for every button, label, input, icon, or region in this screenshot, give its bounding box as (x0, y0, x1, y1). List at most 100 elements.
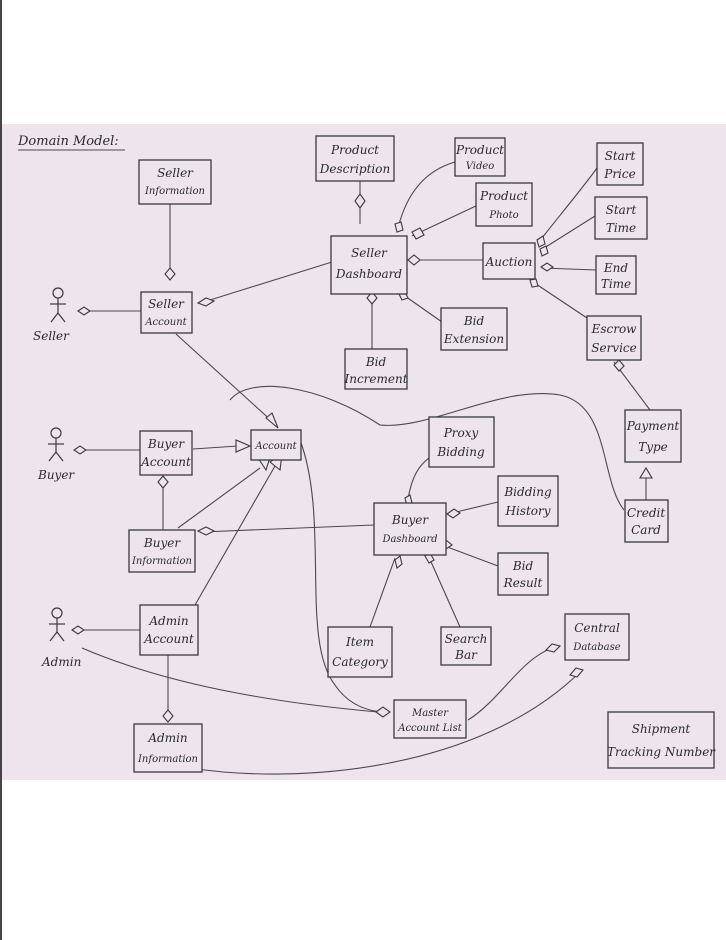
edge-dashboard-bidextension (401, 293, 443, 323)
svg-text:Bidding: Bidding (503, 485, 552, 499)
diamond-seller-actor (77, 306, 91, 316)
svg-text:Tracking Number: Tracking Number (607, 745, 716, 759)
diamond-seller-info (164, 267, 176, 281)
svg-text:Type: Type (638, 440, 668, 454)
class-bid-increment: Bid Increment (343, 348, 408, 390)
svg-text:History: History (504, 504, 550, 518)
edge-auction-starttime (540, 215, 596, 251)
class-payment-type: Payment Type (624, 409, 682, 463)
svg-text:Product: Product (455, 143, 504, 157)
svg-text:Time: Time (606, 221, 636, 235)
edge-history-dashboard (451, 501, 499, 514)
diamond-database-1 (544, 643, 562, 653)
svg-text:Central: Central (574, 621, 620, 635)
class-buyer-account: Buyer Account (139, 430, 193, 476)
class-account: Account (250, 429, 302, 461)
edges (80, 161, 651, 775)
diamond-buyer-actor (73, 445, 87, 455)
edge-auction-startprice (537, 167, 598, 244)
edge-admin-masterlist (81, 647, 379, 713)
edge-selleracct-dashboard (209, 261, 333, 301)
class-start-price: Start Price (596, 142, 644, 186)
svg-text:Bid: Bid (463, 314, 485, 328)
diamond-prodvideo (394, 221, 404, 233)
class-master-account-list: Master Account List (393, 699, 467, 739)
edge-buyerinfo-dashboard (201, 524, 375, 533)
svg-text:Proxy: Proxy (443, 426, 479, 440)
class-buyer-information: Buyer Information (128, 529, 196, 573)
class-end-time: End Time (595, 255, 637, 295)
svg-text:Result: Result (503, 576, 543, 590)
class-seller-dashboard: Seller Dashboard (330, 235, 408, 295)
svg-text:Card: Card (631, 523, 661, 537)
svg-text:Dashboard: Dashboard (335, 267, 402, 281)
svg-text:Increment: Increment (343, 372, 407, 386)
class-bid-extension: Bid Extension (440, 307, 508, 351)
diamond-selleracct-dash (196, 297, 216, 307)
actor-buyer: Buyer (37, 427, 75, 482)
edge-masterlist-database (467, 647, 553, 721)
svg-text:Account: Account (254, 441, 297, 452)
diamond-proddesc (354, 193, 366, 209)
diamond-history-dash (446, 508, 461, 519)
svg-text:Information: Information (137, 754, 198, 765)
svg-text:Database: Database (572, 642, 620, 653)
edge-dashboard-itemcategory (369, 557, 396, 628)
edge-admininfo-database (189, 671, 581, 775)
svg-text:Description: Description (319, 162, 390, 176)
diamond-dash-auction (407, 254, 421, 266)
class-start-time: Start Time (594, 196, 648, 240)
svg-text:Time: Time (601, 277, 631, 291)
edge-curve-creditcard (229, 385, 625, 511)
svg-text:Account: Account (144, 317, 187, 328)
svg-text:Account List: Account List (397, 723, 462, 734)
arrow-creditcard-payment (639, 466, 653, 479)
svg-text:Product: Product (479, 189, 528, 203)
svg-text:Seller: Seller (157, 166, 194, 180)
svg-text:Search: Search (445, 632, 488, 646)
actor-seller-label: Seller (33, 329, 70, 343)
actor-admin: Admin (41, 607, 81, 669)
svg-text:Account: Account (140, 455, 191, 469)
svg-text:Credit: Credit (627, 506, 666, 520)
svg-text:Escrow: Escrow (591, 322, 638, 336)
edge-buyerinfo-account (177, 467, 261, 529)
class-item-category: Item Category (327, 626, 393, 678)
class-proxy-bidding: Proxy Bidding (428, 416, 495, 468)
svg-text:Master: Master (411, 708, 449, 719)
svg-text:Admin: Admin (148, 614, 188, 628)
class-search-bar: Search Bar (440, 626, 492, 666)
diamond-buyeracct-info (157, 475, 169, 489)
diamond-prodphoto (411, 227, 425, 240)
svg-text:Bid: Bid (365, 355, 387, 369)
class-product-video: Product Video (454, 137, 506, 177)
svg-text:Seller: Seller (351, 246, 388, 260)
actor-seller: Seller (33, 287, 70, 343)
edge-buyeracct-account (192, 445, 239, 450)
svg-text:Auction: Auction (485, 255, 533, 269)
class-credit-card: Credit Card (624, 499, 669, 543)
edge-selleracct-account (175, 333, 276, 425)
svg-text:Payment: Payment (626, 419, 680, 433)
svg-text:Seller: Seller (148, 297, 185, 311)
svg-text:Service: Service (591, 341, 637, 355)
class-product-description: Product Description (315, 135, 395, 182)
svg-text:End: End (603, 261, 628, 275)
svg-text:Product: Product (330, 143, 379, 157)
svg-text:Category: Category (332, 655, 388, 669)
edge-result-dashboard (441, 544, 499, 567)
diamond-auction-escrow (529, 278, 539, 288)
svg-text:Photo: Photo (488, 210, 518, 221)
actor-admin-label: Admin (41, 655, 81, 669)
svg-text:Price: Price (603, 167, 635, 181)
svg-text:Information: Information (144, 186, 205, 197)
svg-text:Bar: Bar (454, 648, 478, 662)
class-product-photo: Product Photo (475, 182, 533, 227)
svg-text:Bidding: Bidding (436, 445, 485, 459)
svg-text:Buyer: Buyer (391, 513, 429, 527)
edge-curve-masterlist (299, 439, 383, 713)
diamond-buyerinfo-dash (196, 526, 216, 536)
page-left-border (0, 0, 2, 940)
class-shipment-tracking-number: Shipment Tracking Number (607, 711, 716, 769)
